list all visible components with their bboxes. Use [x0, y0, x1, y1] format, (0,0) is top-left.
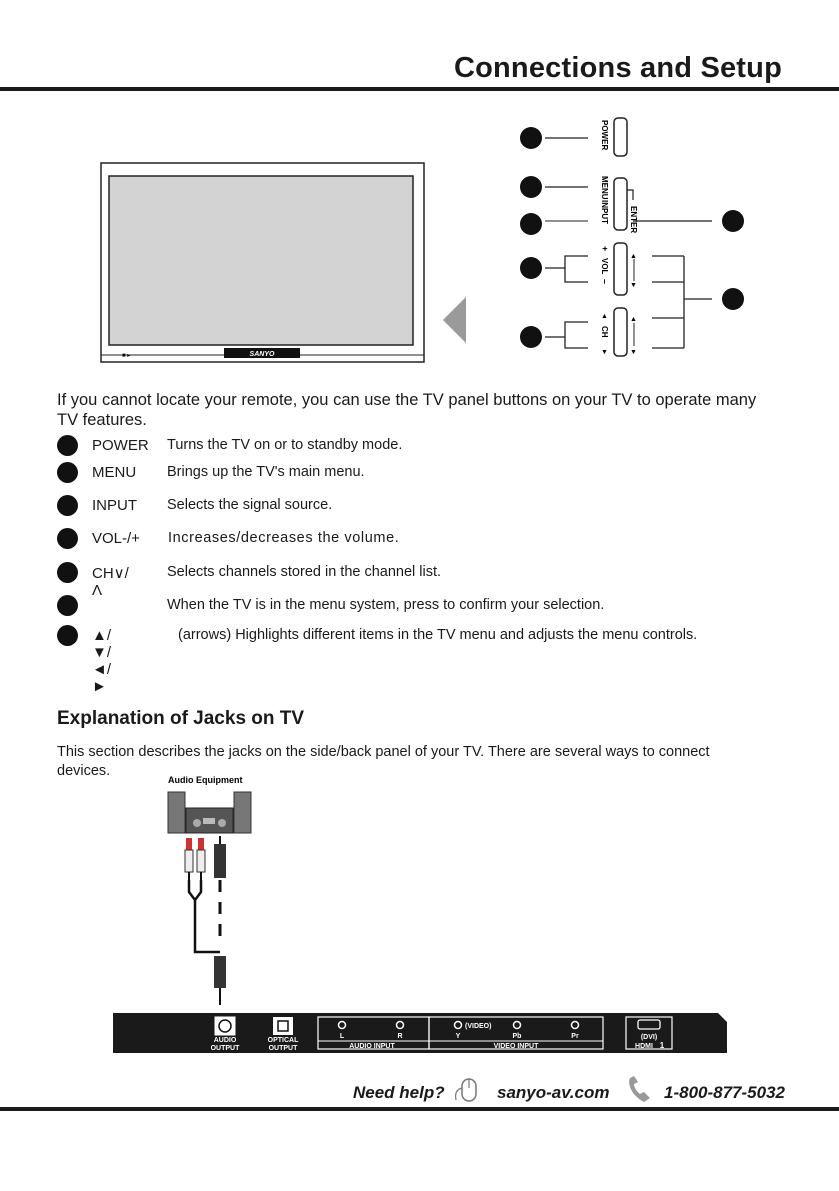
audio-equipment-icon — [167, 791, 252, 834]
svg-text:VIDEO INPUT: VIDEO INPUT — [494, 1043, 539, 1050]
header-rule — [0, 87, 839, 91]
bullet-menu — [520, 176, 542, 198]
svg-text:AUDIO: AUDIO — [214, 1037, 237, 1044]
svg-text:–: – — [600, 279, 610, 284]
svg-text:▼: ▼ — [630, 282, 637, 289]
optical-output-jack-icon — [277, 1020, 289, 1032]
audio-plug-icon — [214, 956, 226, 988]
back-panel — [113, 1013, 727, 1053]
bullet-icon — [57, 462, 78, 483]
rca-cable-icon — [184, 836, 226, 880]
intro-paragraph: If you cannot locate your remote, you ca… — [57, 391, 757, 429]
svg-text:POWER: POWER — [600, 120, 609, 150]
footer-rule — [0, 1107, 839, 1111]
svg-text:L: L — [340, 1033, 345, 1040]
phone-number: 1-800-877-5032 — [664, 1083, 785, 1102]
mouse-icon — [455, 1078, 477, 1102]
svg-text:▼: ▼ — [630, 349, 637, 356]
hdmi-jack-icon — [637, 1019, 661, 1030]
svg-text:VOL: VOL — [600, 258, 609, 275]
svg-text:(DVI): (DVI) — [641, 1034, 657, 1041]
svg-text:OUTPUT: OUTPUT — [269, 1045, 299, 1052]
arrow-left-icon — [443, 297, 466, 343]
need-help-text: Need help? — [353, 1083, 445, 1102]
bullet-icon — [57, 495, 78, 516]
tv-panel-diagram: SANYO ■ ▸ POWER MENU INPUT ENTER + VOL –… — [100, 117, 744, 363]
bullet-power — [520, 127, 542, 149]
jacks-diagram: Audio Equipment AUDIO OUTPUT OPTICAL OUT… — [113, 775, 727, 1053]
svg-text:Pb: Pb — [513, 1033, 522, 1040]
svg-text:OPTICAL: OPTICAL — [268, 1037, 299, 1044]
bullet-ch — [520, 326, 542, 348]
audio-output-jack-icon — [218, 1019, 232, 1033]
svg-text:MENU: MENU — [600, 176, 609, 200]
svg-text:1: 1 — [660, 1041, 665, 1050]
svg-text:OUTPUT: OUTPUT — [211, 1045, 241, 1052]
svg-text:Audio Equipment: Audio Equipment — [168, 775, 243, 785]
svg-text:SANYO: SANYO — [250, 351, 275, 358]
svg-text:▼: ▼ — [601, 349, 608, 356]
svg-text:ENTER: ENTER — [629, 206, 638, 233]
svg-text:▲: ▲ — [630, 316, 637, 323]
svg-text:Pr: Pr — [571, 1033, 579, 1040]
svg-text:(VIDEO): (VIDEO) — [465, 1023, 491, 1030]
page-title: Connections and Setup — [453, 52, 782, 84]
bullet-icon — [57, 435, 78, 456]
svg-text:Y: Y — [456, 1033, 461, 1040]
section-text: This section describes the jacks on the … — [57, 744, 710, 779]
bullet-arrows — [722, 288, 744, 310]
bullet-icon — [57, 625, 78, 646]
svg-text:+: + — [600, 246, 610, 251]
svg-text:CH: CH — [600, 326, 609, 338]
bullet-icon — [57, 528, 78, 549]
bullet-icon — [57, 595, 78, 616]
bullet-vol — [520, 257, 542, 279]
svg-text:▲: ▲ — [601, 313, 608, 320]
svg-text:■ ▸: ■ ▸ — [122, 353, 130, 359]
tv-illustration: SANYO ■ ▸ — [100, 162, 425, 363]
svg-text:R: R — [397, 1033, 402, 1040]
svg-text:INPUT: INPUT — [600, 200, 609, 224]
svg-text:HDMI: HDMI — [635, 1043, 653, 1050]
bullet-enter — [722, 210, 744, 232]
section-title: Explanation of Jacks on TV — [57, 708, 305, 729]
bullet-input — [520, 213, 542, 235]
website-link[interactable]: sanyo-av.com — [497, 1083, 610, 1102]
svg-text:▲: ▲ — [630, 253, 637, 260]
svg-text:AUDIO INPUT: AUDIO INPUT — [349, 1043, 395, 1050]
bullet-icon — [57, 562, 78, 583]
phone-icon — [629, 1076, 650, 1102]
